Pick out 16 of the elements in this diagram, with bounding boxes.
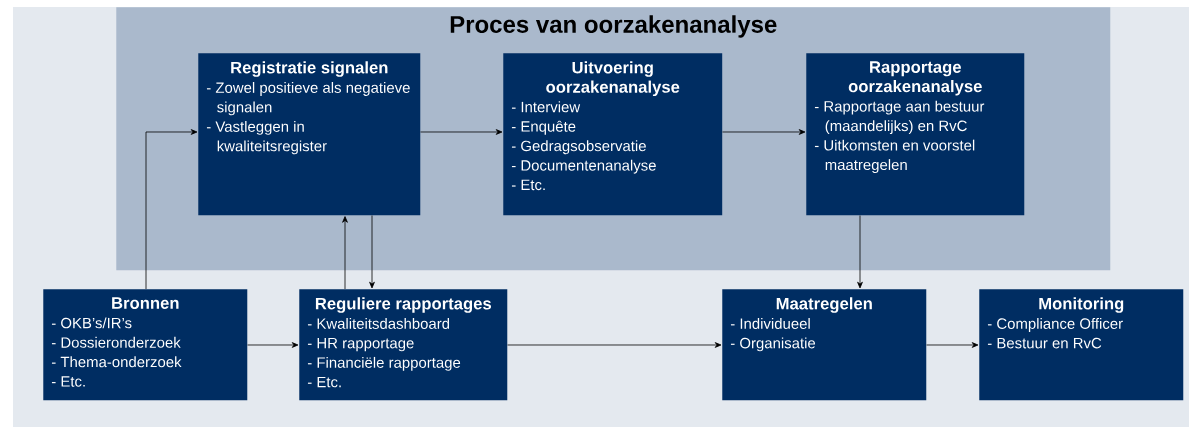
- arrow: [342, 216, 348, 290]
- arrow: [722, 129, 806, 135]
- arrow: [247, 342, 299, 348]
- arrow: [145, 129, 198, 290]
- process-box: Reguliere rapportages - Kwaliteitsdashboard - HR rapportage - Financiële rapportage - Etc.: [299, 289, 508, 401]
- process-box: Registratie signalen - Zowel positieve als negatieve signalen - Vastleggen in kwaliteitsregister: [198, 53, 421, 216]
- process-box: Uitvoering oorzakenanalyse - Interview - Enquête - Gedragsobservatie - Documentenanalyse - Etc.: [503, 53, 723, 216]
- arrow: [369, 215, 375, 289]
- process-box: Monitoring - Compliance Officer - Bestuur en RvC: [979, 289, 1184, 401]
- arrow: [507, 342, 722, 348]
- arrow: [857, 215, 863, 289]
- process-box: Maatregelen - Individueel - Organisatie: [722, 289, 927, 401]
- process-box: Rapportage oorzakenanalyse - Rapportage aan bestuur (maandelijks) en RvC - Uitkomsten en voorstel maatregelen: [806, 53, 1025, 216]
- arrow: [420, 129, 503, 135]
- process-box: Bronnen - OKB’s/IR’s - Dossieronderzoek - Thema-onderzoek - Etc.: [43, 289, 248, 401]
- arrow: [926, 342, 979, 348]
